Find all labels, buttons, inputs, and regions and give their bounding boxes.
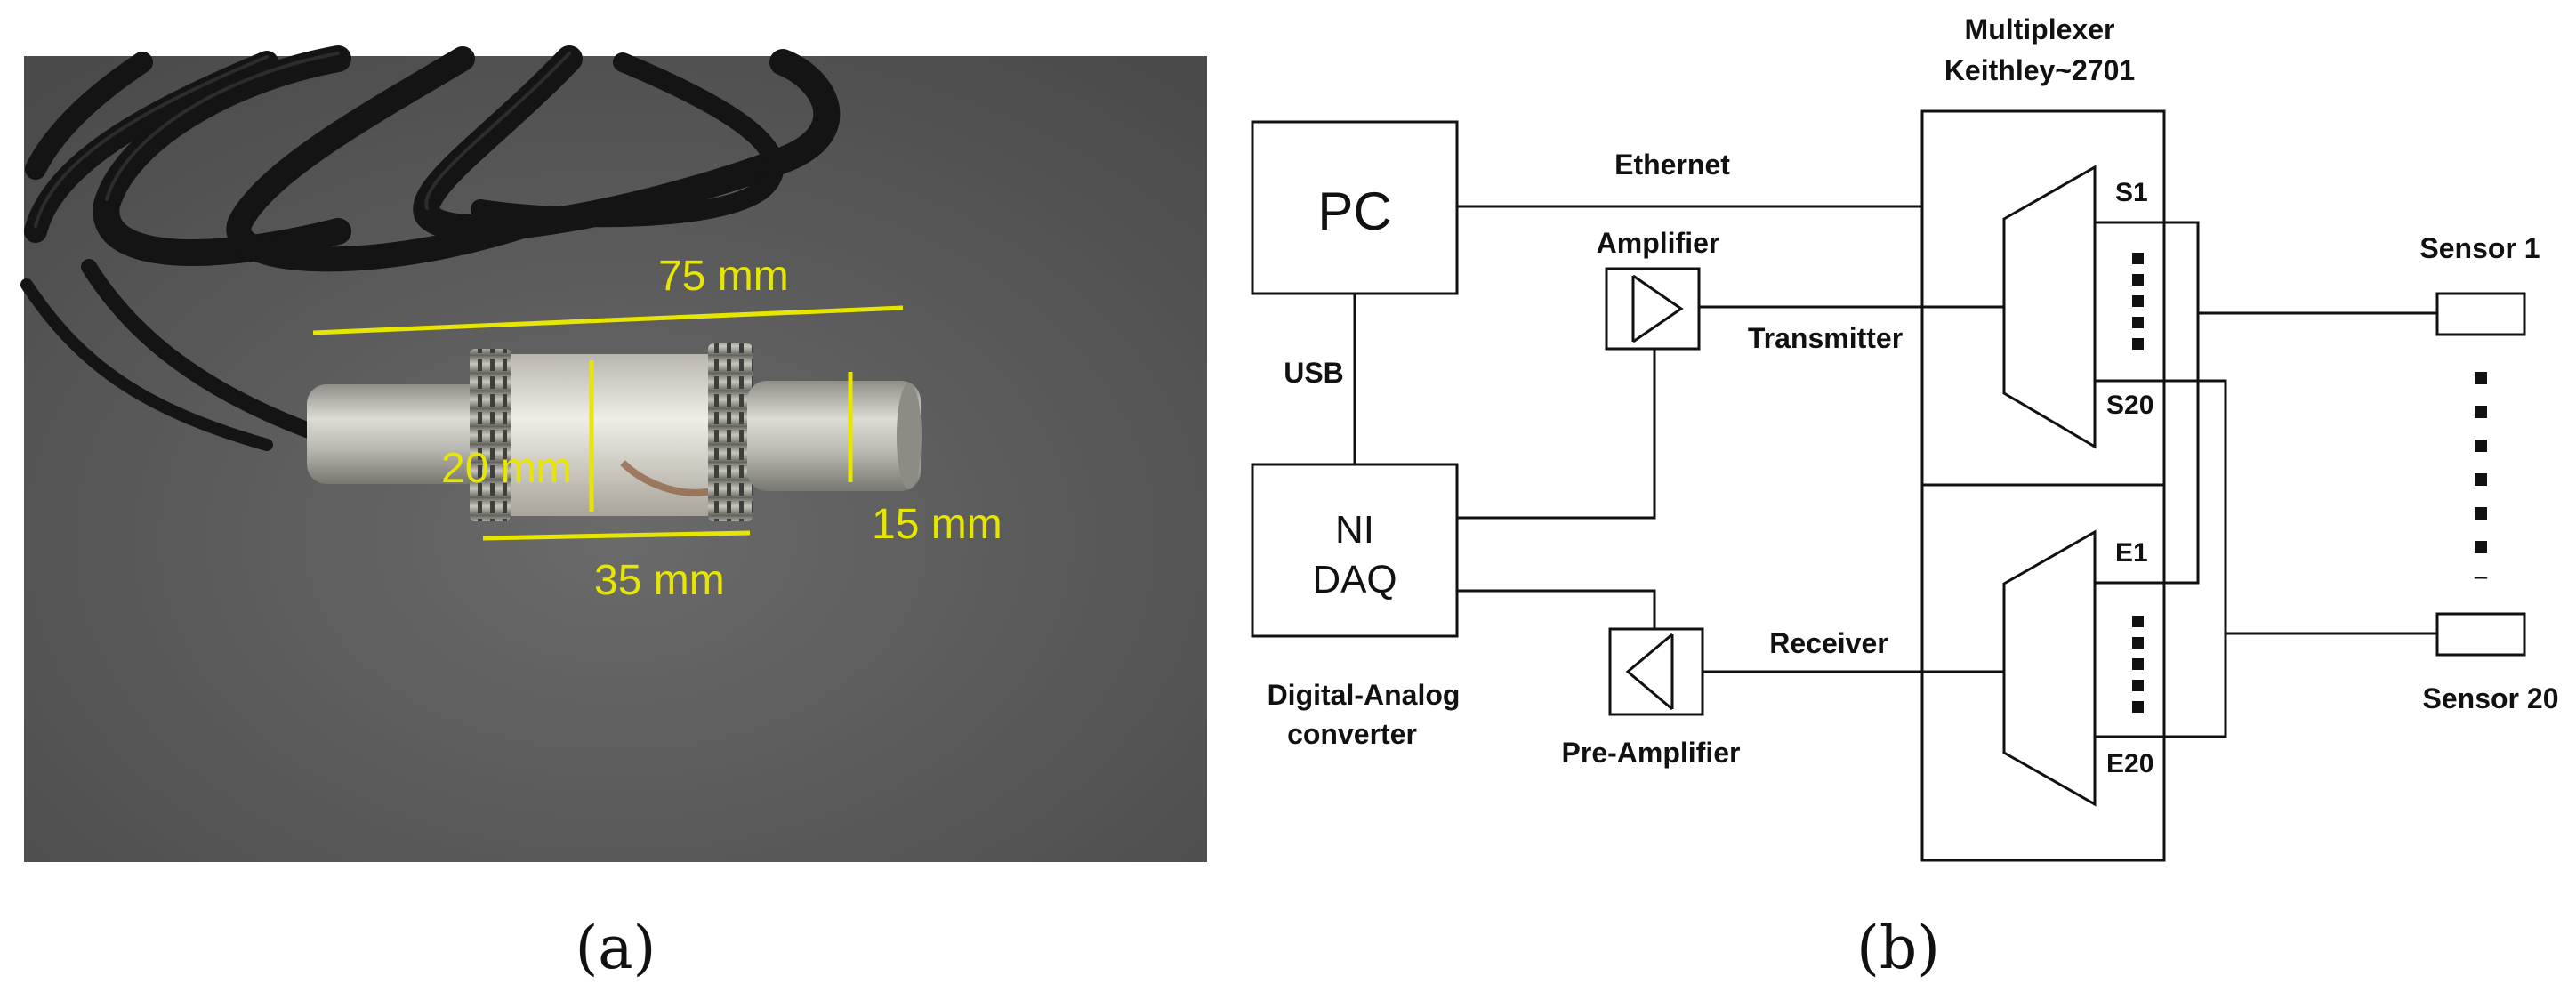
coiled-cable: [20, 45, 841, 451]
s20-e20-link: [2095, 379, 2227, 738]
receiver-label: Receiver: [1769, 627, 1888, 659]
transmitter-label: Transmitter: [1748, 322, 1903, 354]
ethernet-label: Ethernet: [1614, 149, 1730, 181]
daq-caption-line1: Digital-Analog: [1268, 679, 1461, 711]
sensor-photo: 75 mm 20 mm 35 mm 15 mm: [20, 45, 1207, 862]
sensor-body: [307, 343, 922, 521]
caption-b: (b): [1856, 914, 1940, 982]
channel-ellipsis: [2132, 253, 2144, 713]
multiplexer-title-line1: Multiplexer: [1965, 13, 2115, 45]
overall-length-line: [312, 305, 904, 335]
usb-label: USB: [1284, 357, 1344, 389]
amplifier-box: [1605, 267, 1701, 351]
body-diameter-label: 20 mm: [441, 445, 572, 492]
s1-e1-link: [2095, 221, 2200, 585]
multiplexer-title-line2: Keithley~2701: [1944, 54, 2135, 86]
body-length-line: [482, 530, 751, 541]
channel-s1-label: S1: [2115, 178, 2148, 207]
block-diagram: [1251, 109, 2526, 862]
sensor-ellipsis: [2475, 372, 2487, 553]
channel-s20-label: S20: [2106, 391, 2153, 420]
sensor-1-box: [2435, 292, 2526, 336]
pc-label: PC: [1317, 181, 1391, 241]
daq-label-line2: DAQ: [1312, 558, 1397, 601]
daq-to-amplifier-line: [1457, 349, 1656, 520]
daq-to-preamplifier-line: [1457, 589, 1656, 629]
dimension-lines: [312, 305, 904, 541]
preamplifier-box: [1608, 627, 1704, 716]
body-length-label: 35 mm: [594, 557, 725, 604]
overall-length-label: 75 mm: [658, 253, 789, 300]
sensor-count-marker: –: [2475, 562, 2488, 589]
sensor-20-box: [2435, 612, 2526, 657]
channel-e20-label: E20: [2106, 749, 2153, 778]
mux-upper-trapezoid: [2002, 165, 2097, 449]
channel-e1-label: E1: [2115, 538, 2148, 568]
daq-label-line1: NI: [1335, 508, 1374, 552]
daq-caption-line2: converter: [1287, 718, 1417, 750]
pc-box: [1251, 120, 1459, 295]
sensor-20-label: Sensor 20: [2423, 682, 2559, 714]
mux-lower-trapezoid: [2002, 529, 2097, 807]
end-diameter-label: 15 mm: [872, 501, 1002, 548]
daq-box: [1251, 463, 1459, 638]
preamplifier-label: Pre-Amplifier: [1562, 737, 1741, 769]
amplifier-label: Amplifier: [1597, 227, 1720, 259]
sensor-1-label: Sensor 1: [2419, 232, 2540, 264]
caption-a: (a): [576, 914, 656, 982]
